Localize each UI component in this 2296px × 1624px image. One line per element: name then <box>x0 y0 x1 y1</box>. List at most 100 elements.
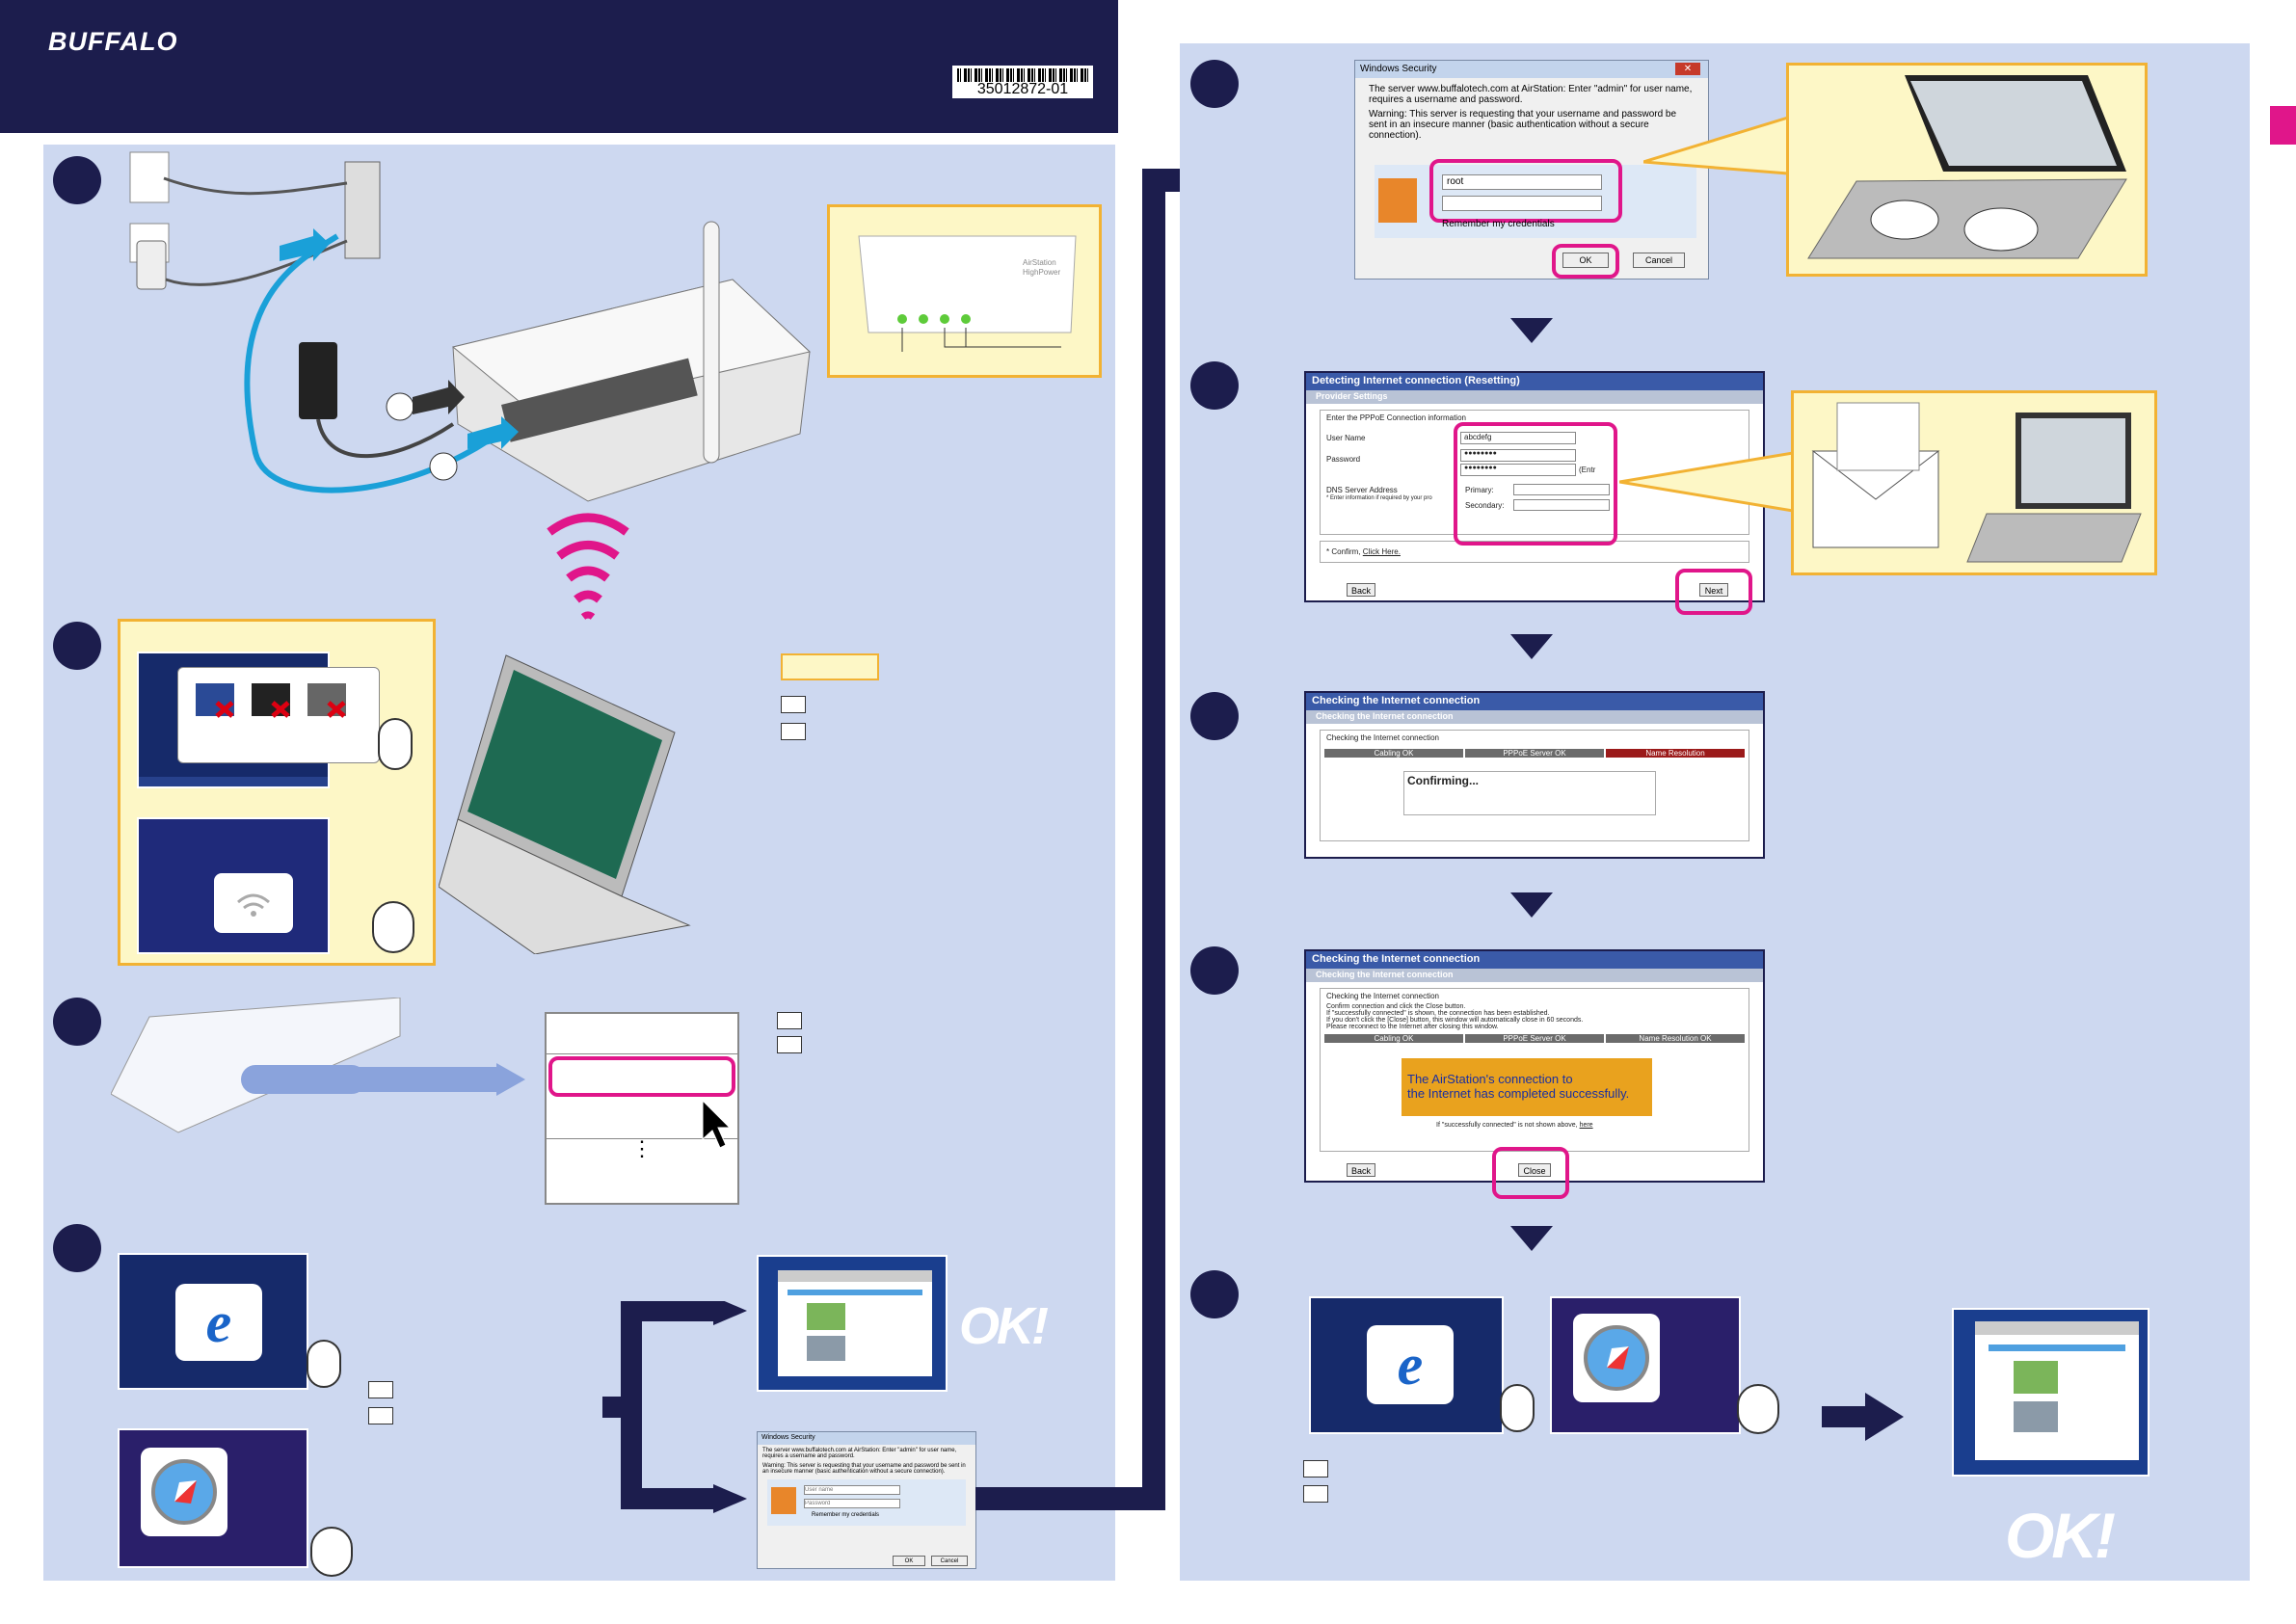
user-avatar <box>1378 178 1417 223</box>
checking-panel: Checking the Internet connection Cabling… <box>1320 730 1749 841</box>
windows-security-dialog: Windows Security ✕ The server www.buffal… <box>1354 60 1709 280</box>
trackpad-click-icon-4 <box>310 1527 353 1577</box>
section-title: Checking the Internet connection <box>1326 733 1439 742</box>
click-here-link[interactable]: Click Here. <box>1362 547 1401 556</box>
router-brand-label: AirStation <box>1023 258 1056 267</box>
remember-credentials-label[interactable]: Remember my credentials <box>1442 219 1555 229</box>
checking-success-window: Checking the Internet connection Checkin… <box>1304 949 1765 1183</box>
next-highlight <box>1675 569 1752 615</box>
remember-credentials-label[interactable]: Remember my credentials <box>812 1512 880 1518</box>
barcode-bars <box>957 68 1088 82</box>
safari-desktop-screenshot <box>1550 1296 1741 1434</box>
status-cabling: Cabling OK <box>1324 749 1463 758</box>
checkbox-mac-3[interactable] <box>777 1036 802 1053</box>
ok-badge: OK! <box>2005 1500 2116 1571</box>
wireless-signal-icon <box>547 513 629 620</box>
ie-desktop-screenshot: e <box>1309 1296 1504 1434</box>
next-button[interactable]: Next <box>1699 583 1728 597</box>
checkbox-mac-r5[interactable] <box>1303 1485 1328 1503</box>
ok-button[interactable]: OK <box>893 1556 925 1566</box>
success-panel: Checking the Internet connection Confirm… <box>1320 988 1749 1152</box>
cancel-button[interactable]: Cancel <box>1633 253 1685 268</box>
wifi-menu-popup <box>214 873 293 933</box>
step-2-marker <box>53 622 101 670</box>
menu-row[interactable] <box>547 1014 737 1054</box>
username-input[interactable] <box>804 1485 900 1495</box>
username-label: User Name <box>1326 434 1366 442</box>
here-link[interactable]: here <box>1579 1122 1593 1129</box>
checkbox-mac-4[interactable] <box>368 1407 393 1424</box>
username-input[interactable]: root <box>1442 174 1602 190</box>
safari-desktop-screenshot <box>118 1428 308 1568</box>
status-name-resolution: Name Resolution <box>1606 749 1745 758</box>
dialog-title: Windows Security <box>758 1432 975 1445</box>
back-button[interactable]: Back <box>1347 1163 1375 1177</box>
status-columns: Cabling OK PPPoE Server OK Name Resoluti… <box>1324 1034 1745 1043</box>
checkbox-windows-r5[interactable] <box>1303 1460 1328 1478</box>
status-cabling: Cabling OK <box>1324 1034 1463 1043</box>
safari-compass-icon <box>151 1459 217 1525</box>
window-title: Detecting Internet connection (Resetting… <box>1306 373 1763 390</box>
web-image <box>807 1303 845 1330</box>
dialog-title: Windows Security <box>1355 61 1708 78</box>
down-arrow <box>1510 1226 1553 1251</box>
browser-success-screenshot <box>757 1255 948 1392</box>
checkbox-windows-4[interactable] <box>368 1381 393 1398</box>
status-name-resolution: Name Resolution OK <box>1606 1034 1745 1043</box>
checking-connection-window: Checking the Internet connection Checkin… <box>1304 691 1765 859</box>
window-subtitle: Checking the Internet connection <box>1306 710 1763 724</box>
envelope-laptop-illustration <box>1811 402 2142 563</box>
primary-dns-input[interactable] <box>1513 484 1610 495</box>
password-input[interactable] <box>1442 196 1602 211</box>
web-image <box>807 1336 845 1361</box>
header-bar <box>0 0 1118 133</box>
menu-row-highlighted[interactable] <box>548 1056 735 1097</box>
instruction-line-4: Please reconnect to the Internet after c… <box>1326 1024 1499 1030</box>
browser-window <box>778 1270 932 1376</box>
credential-area: Remember my credentials <box>767 1479 966 1526</box>
credential-highlight <box>1429 159 1622 223</box>
router-front-illustration: AirStation HighPower <box>858 235 1077 352</box>
r-step-2-marker <box>1190 361 1239 410</box>
router-setup-illustration <box>129 151 812 502</box>
hands-typing-illustration <box>1807 75 2127 259</box>
mouse-click-icon <box>378 718 413 770</box>
safari-icon-bubble <box>141 1448 227 1536</box>
r-step-3-marker <box>1190 692 1239 740</box>
laptop-label-box <box>781 653 879 680</box>
checkbox-windows[interactable] <box>781 696 806 713</box>
close-icon[interactable]: ✕ <box>1675 63 1700 75</box>
envelope-laptop-callout <box>1791 390 2157 575</box>
checkbox-mac[interactable] <box>781 723 806 740</box>
password-confirm-input[interactable]: ●●●●●●●● <box>1460 464 1576 476</box>
browser-address-bar <box>1989 1344 2125 1351</box>
mouse-double-click-icon <box>307 1340 341 1388</box>
network-status-icons <box>196 683 346 718</box>
trackpad-click-icon <box>372 901 414 953</box>
instruction-line-3: If you don't click the [Close] button, t… <box>1326 1017 1584 1024</box>
wifi-icon <box>237 893 270 917</box>
browser-toolbar <box>778 1270 932 1282</box>
menu-row[interactable] <box>547 1099 737 1139</box>
secondary-dns-label: Secondary: <box>1465 501 1505 510</box>
username-input[interactable]: abcdefg <box>1460 432 1576 444</box>
checkbox-windows-3[interactable] <box>777 1012 802 1029</box>
window-title: Checking the Internet connection <box>1306 693 1763 710</box>
mouse-pointer-icon <box>702 1099 732 1149</box>
ok-button[interactable]: OK <box>1562 253 1609 268</box>
close-button[interactable]: Close <box>1518 1163 1551 1177</box>
secondary-dns-input[interactable] <box>1513 499 1610 511</box>
browser-address-bar <box>788 1290 922 1295</box>
menu-more-ellipsis: ⋮ <box>631 1136 653 1160</box>
password-input[interactable]: ●●●●●●●● <box>1460 449 1576 462</box>
status-columns: Cabling OK PPPoE Server OK Name Resoluti… <box>1324 749 1745 758</box>
setup-card-illustration <box>111 998 525 1133</box>
back-button[interactable]: Back <box>1347 583 1375 597</box>
ethernet-cable <box>244 233 513 493</box>
cancel-button[interactable]: Cancel <box>931 1556 968 1566</box>
brand-logo: BUFFALO <box>48 27 178 56</box>
ie-icon-bubble: e <box>1367 1325 1454 1404</box>
success-banner: The AirStation's connection to the Inter… <box>1402 1058 1652 1116</box>
password-input[interactable] <box>804 1499 900 1508</box>
barcode: 35012872-01 <box>952 66 1093 98</box>
